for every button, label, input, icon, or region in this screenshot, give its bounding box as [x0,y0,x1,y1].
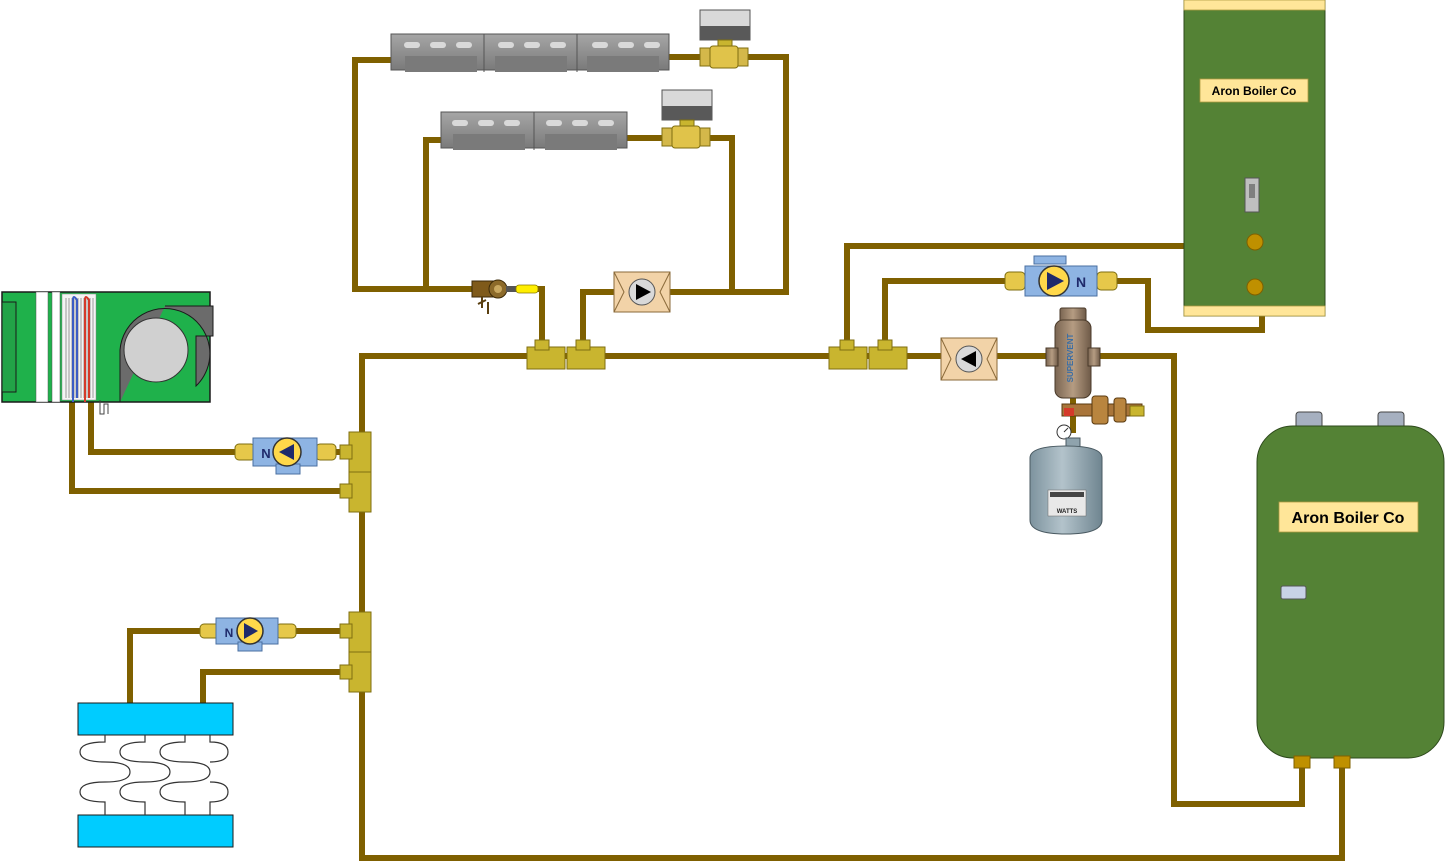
air-handler-return-pipe [69,399,353,494]
boiler-label: Aron Boiler Co [1292,510,1405,527]
baseboard-supply-pipe [352,57,545,359]
air-separator: SUPERVENT [1045,307,1101,399]
svg-text:N: N [261,446,270,461]
radiant-tubing [79,735,229,815]
zone-valve-upper [699,9,751,69]
circulator-indirect: N [1004,255,1118,297]
indirect-water-heater: Aron Boiler Co [1183,0,1326,317]
expansion-tank-brand: WATTS [1057,509,1078,515]
fill-valve-assembly [1056,395,1145,440]
baseboard-lower [440,111,628,150]
indirect-boiler-supply-port [1246,233,1264,251]
boiler-gauge [1280,585,1307,600]
boiler: Aron Boiler Co [1256,411,1445,769]
tee-pair-baseboard [526,339,606,370]
coil [61,293,97,402]
indirect-supply-pipe [844,243,1258,359]
tee-pair-air-handler [339,431,372,513]
baseboard-upper-return [665,54,789,295]
radiant-return-pipe [200,669,353,708]
tees [339,339,908,693]
indirect-boiler-return-port [1246,278,1264,296]
circulator-primary [940,337,998,381]
circulator-air-handler: N [234,437,337,475]
radiant-panel [77,702,234,848]
circulator-baseboard [613,271,671,313]
air-separator-brand: SUPERVENT [1066,334,1075,383]
baseboard-lower-feed [423,137,445,292]
primary-loop-return [359,353,1345,861]
baseboard-upper [390,33,670,72]
primary-loop-top [359,353,1305,807]
indirect-circulator-pipe [882,278,1265,359]
svg-text:N: N [1076,274,1086,290]
indirect-tank-label: Aron Boiler Co [1212,84,1297,98]
blower-wheel [123,317,189,383]
baseboard-circulator-pipe [580,289,617,359]
svg-text:N: N [225,626,234,640]
expansion-tank: WATTS [1029,437,1103,535]
air-handler [1,291,214,415]
tee-pair-indirect [828,339,908,370]
zone-valve-lower [661,89,713,149]
tee-pair-radiant [339,611,372,693]
circulator-radiant: N [199,617,297,652]
ball-valve [471,279,539,314]
baseboard-lower-return [623,135,735,295]
